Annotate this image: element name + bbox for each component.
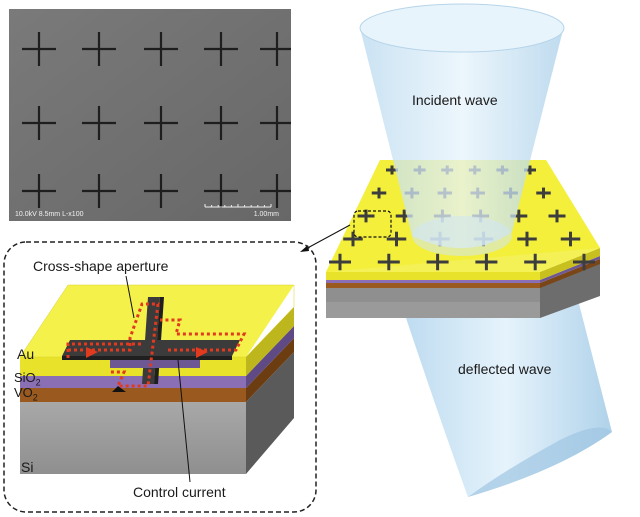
sem-scale-bar xyxy=(204,204,272,208)
inset-frame xyxy=(3,241,317,513)
incident-wave-beam xyxy=(359,3,565,256)
cross-shape-aperture-label: Cross-shape aperture xyxy=(33,258,169,274)
control-current-label: Control current xyxy=(133,484,226,500)
current-arrow-left xyxy=(86,347,98,358)
deflected-wave-label: deflected wave xyxy=(458,361,552,377)
current-leader xyxy=(177,359,191,483)
sem-micrograph: 10.0kV 8.5mm L-x100 1.00mm xyxy=(9,9,291,221)
layer-sio2-subscript: 2 xyxy=(35,377,41,388)
deflected-wave-beam xyxy=(400,300,612,497)
sem-scale-label: 1.00mm xyxy=(253,211,279,218)
incident-wave-label: Incident wave xyxy=(412,92,498,108)
layer-sio2-text: SiO xyxy=(14,370,36,385)
control-current-path xyxy=(66,302,247,388)
sem-cross-array xyxy=(9,9,291,221)
unit-cell-block xyxy=(19,284,295,474)
layer-vo2-text: VO xyxy=(14,385,33,400)
layer-vo2-label: VO2 xyxy=(14,385,38,403)
layer-si-label: Si xyxy=(21,459,34,475)
sem-info-text: 10.0kV 8.5mm L-x100 xyxy=(15,211,84,218)
layer-vo2-subscript: 2 xyxy=(32,392,38,403)
current-arrow-right xyxy=(196,347,208,358)
aperture-leader xyxy=(125,275,135,319)
layer-sio2-label: SiO2 xyxy=(14,370,41,388)
layer-au-label: Au xyxy=(17,346,35,362)
zoom-arrow xyxy=(301,224,351,252)
